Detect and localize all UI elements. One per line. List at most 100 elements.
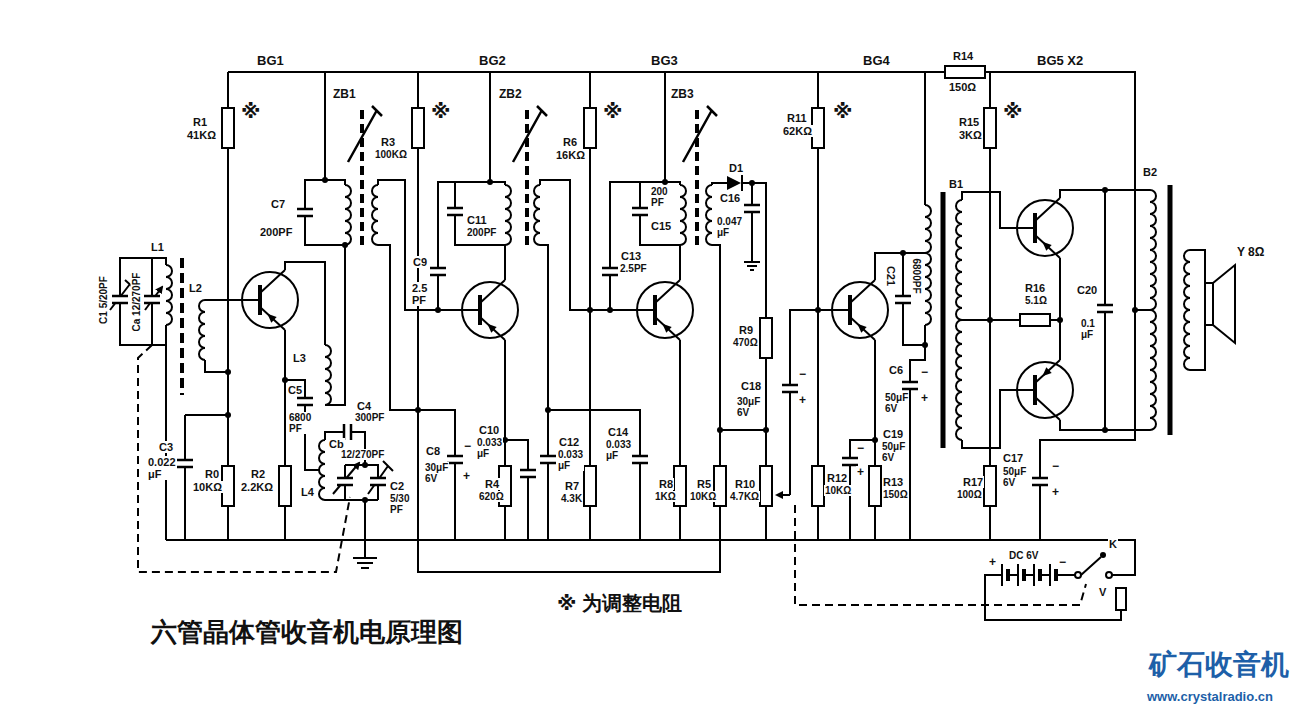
schematic-line	[631, 207, 649, 216]
component-label: C12	[558, 436, 580, 448]
schematic-line	[760, 466, 772, 506]
component-label: C19	[882, 428, 904, 440]
schematic-line	[826, 280, 888, 340]
component-label: C11	[466, 214, 488, 226]
schematic-line	[712, 183, 766, 572]
component-label: R11	[786, 112, 808, 124]
schematic-line	[749, 180, 755, 186]
schematic-line	[1096, 304, 1114, 313]
schematic-line	[545, 407, 551, 413]
junction-dots	[225, 177, 1138, 503]
schematic-line	[925, 205, 931, 325]
component-label: R0	[204, 468, 220, 480]
schematic-line	[922, 342, 928, 348]
schematic-line	[812, 108, 824, 148]
schematic-line	[446, 207, 464, 216]
schematic-line	[680, 185, 686, 245]
schematic-line	[285, 330, 320, 540]
component-label: R1	[192, 116, 208, 128]
component-label: 150Ω	[948, 81, 977, 93]
component-label: 6800 PF	[288, 412, 312, 434]
schematic-line	[438, 72, 528, 540]
schematic-line	[342, 242, 348, 248]
schematic-line	[296, 397, 314, 406]
schematic-line	[1100, 552, 1106, 558]
component-label: BG1	[256, 54, 285, 68]
note-text: ※ 为调整电阻	[556, 592, 683, 614]
component-label: D1	[728, 162, 744, 174]
schematic-line	[795, 505, 1086, 605]
schematic-line	[763, 427, 769, 433]
component-label: R12	[826, 472, 848, 484]
schematic-line	[296, 208, 314, 217]
component-label: C10	[478, 424, 500, 436]
schematic-line	[1116, 588, 1126, 610]
schematic-line	[587, 307, 593, 313]
schematic-line	[166, 265, 172, 325]
component-label: L3	[292, 352, 307, 364]
component-label: K	[1108, 538, 1118, 550]
component-label: −	[1051, 460, 1060, 473]
component-label: 200PF	[466, 227, 497, 238]
component-label: BG3	[650, 54, 679, 68]
component-label: 5/30 PF	[389, 493, 410, 515]
schematic-line	[741, 175, 743, 191]
schematic-line	[487, 179, 493, 185]
schematic-line	[205, 300, 236, 372]
schematic-line	[225, 412, 231, 418]
component-label: 4.7KΩ	[729, 491, 760, 502]
component-label: ※	[832, 100, 853, 122]
schematic-line	[812, 466, 824, 506]
schematic-line	[372, 185, 378, 245]
component-label: R3	[380, 136, 396, 148]
component-label: B2	[1142, 166, 1158, 178]
component-label: Ca 12/270PF	[131, 272, 142, 333]
component-label: L1	[150, 241, 165, 253]
component-label: 2.5PF	[619, 263, 648, 274]
schematic-line	[984, 108, 996, 148]
schematic-line	[610, 72, 680, 540]
component-label: ZB2	[498, 88, 523, 101]
component-label: C1 5/20PF	[98, 275, 109, 325]
schematic-line	[841, 457, 859, 466]
schematic-line	[1150, 310, 1156, 430]
component-label: +	[462, 470, 471, 483]
component-label: −	[920, 366, 929, 379]
component-label: C18	[740, 380, 762, 392]
schematic-line	[662, 179, 668, 185]
schematic-line	[1106, 572, 1112, 578]
component-label: C20	[1076, 284, 1098, 296]
diagram-title: 六管晶体管收音机电原理图	[150, 618, 464, 647]
schematic-line	[412, 108, 424, 148]
schematic-line	[279, 466, 291, 506]
component-label: C6	[888, 364, 904, 376]
schematic-line	[539, 455, 557, 464]
schematic-line	[1011, 198, 1073, 258]
schematic-line	[956, 200, 962, 320]
schematic-line	[894, 295, 912, 304]
component-label: 30μF 6V	[736, 396, 761, 418]
component-label: 50μF 6V	[884, 392, 909, 414]
schematic-line	[584, 108, 596, 148]
component-label: R13	[882, 476, 904, 488]
schematic-line	[415, 407, 421, 413]
component-label: C7	[270, 198, 286, 210]
component-label: 0.033 μF	[476, 437, 503, 459]
schematic-line	[1008, 569, 1056, 581]
schematic-line	[505, 185, 511, 245]
component-label: 300PF	[354, 412, 385, 423]
component-label: C9	[412, 256, 428, 268]
schematic-line	[1150, 190, 1156, 310]
component-label: −	[798, 368, 807, 381]
schematic-line	[534, 185, 540, 245]
schematic-line	[872, 437, 878, 443]
component-label: C4	[356, 400, 372, 412]
component-label: 0.047 μF	[716, 216, 743, 238]
schematic-line	[345, 185, 351, 245]
component-label: 100Ω	[956, 489, 983, 500]
component-label: 6800PF	[911, 257, 922, 294]
component-label: 16KΩ	[555, 149, 586, 161]
component-label: 50μF 6V	[881, 441, 906, 463]
component-label: 0.033 μF	[557, 449, 584, 471]
schematic-line	[176, 459, 194, 468]
